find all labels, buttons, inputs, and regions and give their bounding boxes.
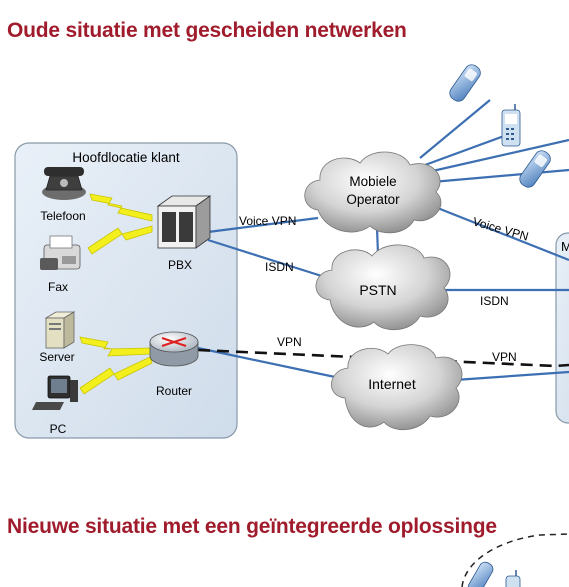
link-mobile-phone2 xyxy=(424,130,516,167)
lightning-phone-pbx xyxy=(89,193,153,222)
link-mobile-pstn xyxy=(375,227,380,255)
fax-label: Fax xyxy=(48,280,68,294)
server-label: Server xyxy=(39,350,74,364)
link-pbx-pstn xyxy=(207,238,329,280)
isdn-label-left: ISDN xyxy=(265,260,294,274)
customer-location-title: Hoofdlocatie klant xyxy=(72,150,180,165)
router-icon xyxy=(149,331,199,367)
mobile-phone-icon-2 xyxy=(501,104,521,147)
telephone-icon xyxy=(42,167,86,200)
mobile-phone-icon-5 xyxy=(505,570,521,587)
internet-cloud: Internet xyxy=(331,344,463,430)
pstn-label: PSTN xyxy=(359,282,396,298)
telephone-label: Telefoon xyxy=(40,209,85,223)
pc-icon xyxy=(32,375,78,410)
mobile-operator-label-1: Mobiele xyxy=(349,174,396,189)
mobile-phone-icon-4 xyxy=(467,561,494,587)
mobile-operator-label-2: Operator xyxy=(346,192,400,207)
pbx-label: PBX xyxy=(168,258,192,272)
new-situation-dashed-outline xyxy=(461,533,569,587)
pc-label: PC xyxy=(50,422,67,436)
mobile-operator-cloud: Mobiele Operator xyxy=(304,151,442,234)
lightning-fax-pbx xyxy=(87,225,153,255)
link-pbx-mobile xyxy=(207,216,319,234)
old-situation-heading: Oude situatie met gescheiden netwerken xyxy=(7,19,407,42)
link-mobile-east1 xyxy=(427,138,569,174)
remote-location-title: M xyxy=(561,239,569,254)
pbx-icon xyxy=(156,195,212,249)
internet-label: Internet xyxy=(368,376,416,392)
voice-vpn-label-left: Voice VPN xyxy=(239,214,296,228)
link-internet-remote xyxy=(454,370,569,382)
new-situation-heading: Nieuwe situatie met een geïntegreerde op… xyxy=(7,515,497,538)
voice-vpn-label-right: Voice VPN xyxy=(471,214,530,243)
link-router-internet xyxy=(197,346,336,379)
vpn-tunnel xyxy=(197,348,569,368)
fax-icon xyxy=(40,235,81,270)
remote-location-box xyxy=(555,232,569,424)
router-label: Router xyxy=(156,384,192,398)
link-mobile-east2 xyxy=(431,168,569,184)
pstn-cloud: PSTN xyxy=(315,244,451,330)
mobile-phone-icon-3 xyxy=(519,150,551,188)
lightning-pc-router xyxy=(79,356,153,395)
mobile-phone-icon-1 xyxy=(449,64,481,102)
link-mobile-phone1 xyxy=(419,99,491,159)
vpn-label-left: VPN xyxy=(277,335,302,349)
vpn-label-right: VPN xyxy=(492,350,517,364)
server-icon xyxy=(44,311,76,349)
link-mobile-remote xyxy=(429,203,569,262)
isdn-label-right: ISDN xyxy=(480,294,509,308)
